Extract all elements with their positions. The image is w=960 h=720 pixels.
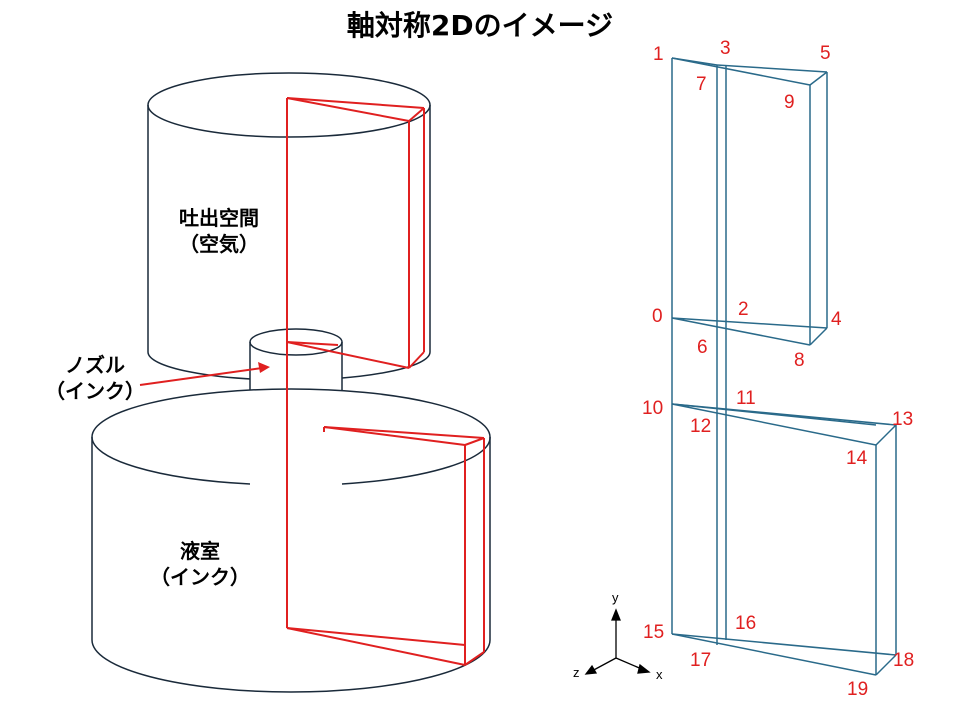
nozzle-label: ノズル （インク）	[40, 352, 150, 404]
mesh-lower-block	[671, 403, 897, 676]
lower-cylinder	[91, 388, 491, 693]
diagram-title: 軸対称2Dのイメージ	[346, 9, 614, 42]
vertex-label-2: 2	[738, 299, 749, 320]
mesh-upper-block	[671, 57, 828, 346]
lower-region-name: 液室	[180, 539, 220, 563]
vertex-label-11: 11	[736, 388, 756, 409]
vertex-label-3: 3	[720, 38, 731, 59]
vertex-label-16: 16	[735, 613, 757, 634]
vertex-label-5: 5	[820, 43, 831, 64]
vertex-label-6: 6	[697, 337, 708, 358]
axis-label-y: y	[612, 590, 619, 605]
mesh-nozzle-block	[671, 318, 727, 410]
vertex-label-4: 4	[831, 309, 842, 330]
nozzle-name: ノズル	[65, 353, 125, 377]
upper-region-label: 吐出空間 （空気）	[159, 205, 279, 257]
vertex-label-19: 19	[847, 679, 869, 700]
vertex-label-9: 9	[784, 92, 795, 113]
axis-triad	[584, 608, 651, 675]
upper-region-medium: （空気）	[179, 232, 259, 256]
vertex-label-8: 8	[794, 350, 805, 371]
vertex-label-1: 1	[653, 44, 664, 65]
upper-cylinder	[147, 72, 431, 381]
axis-label-x: x	[656, 667, 663, 682]
vertex-label-0: 0	[652, 306, 663, 327]
lower-region-medium: （インク）	[150, 565, 250, 589]
nozzle-pointer-arrow	[139, 362, 270, 386]
vertex-label-10: 10	[642, 398, 664, 419]
vertex-label-18: 18	[893, 650, 915, 671]
vertex-label-13: 13	[892, 409, 914, 430]
vertex-label-14: 14	[846, 448, 868, 469]
axis-label-z: z	[573, 665, 580, 680]
nozzle-medium: （インク）	[45, 379, 145, 403]
vertex-label-12: 12	[690, 416, 712, 437]
vertex-label-15: 15	[643, 622, 665, 643]
vertex-label-7: 7	[696, 74, 707, 95]
vertex-label-17: 17	[690, 650, 712, 671]
lower-region-label: 液室 （インク）	[140, 538, 260, 590]
upper-region-name: 吐出空間	[179, 206, 259, 230]
axisymmetric-wedge	[286, 97, 485, 666]
